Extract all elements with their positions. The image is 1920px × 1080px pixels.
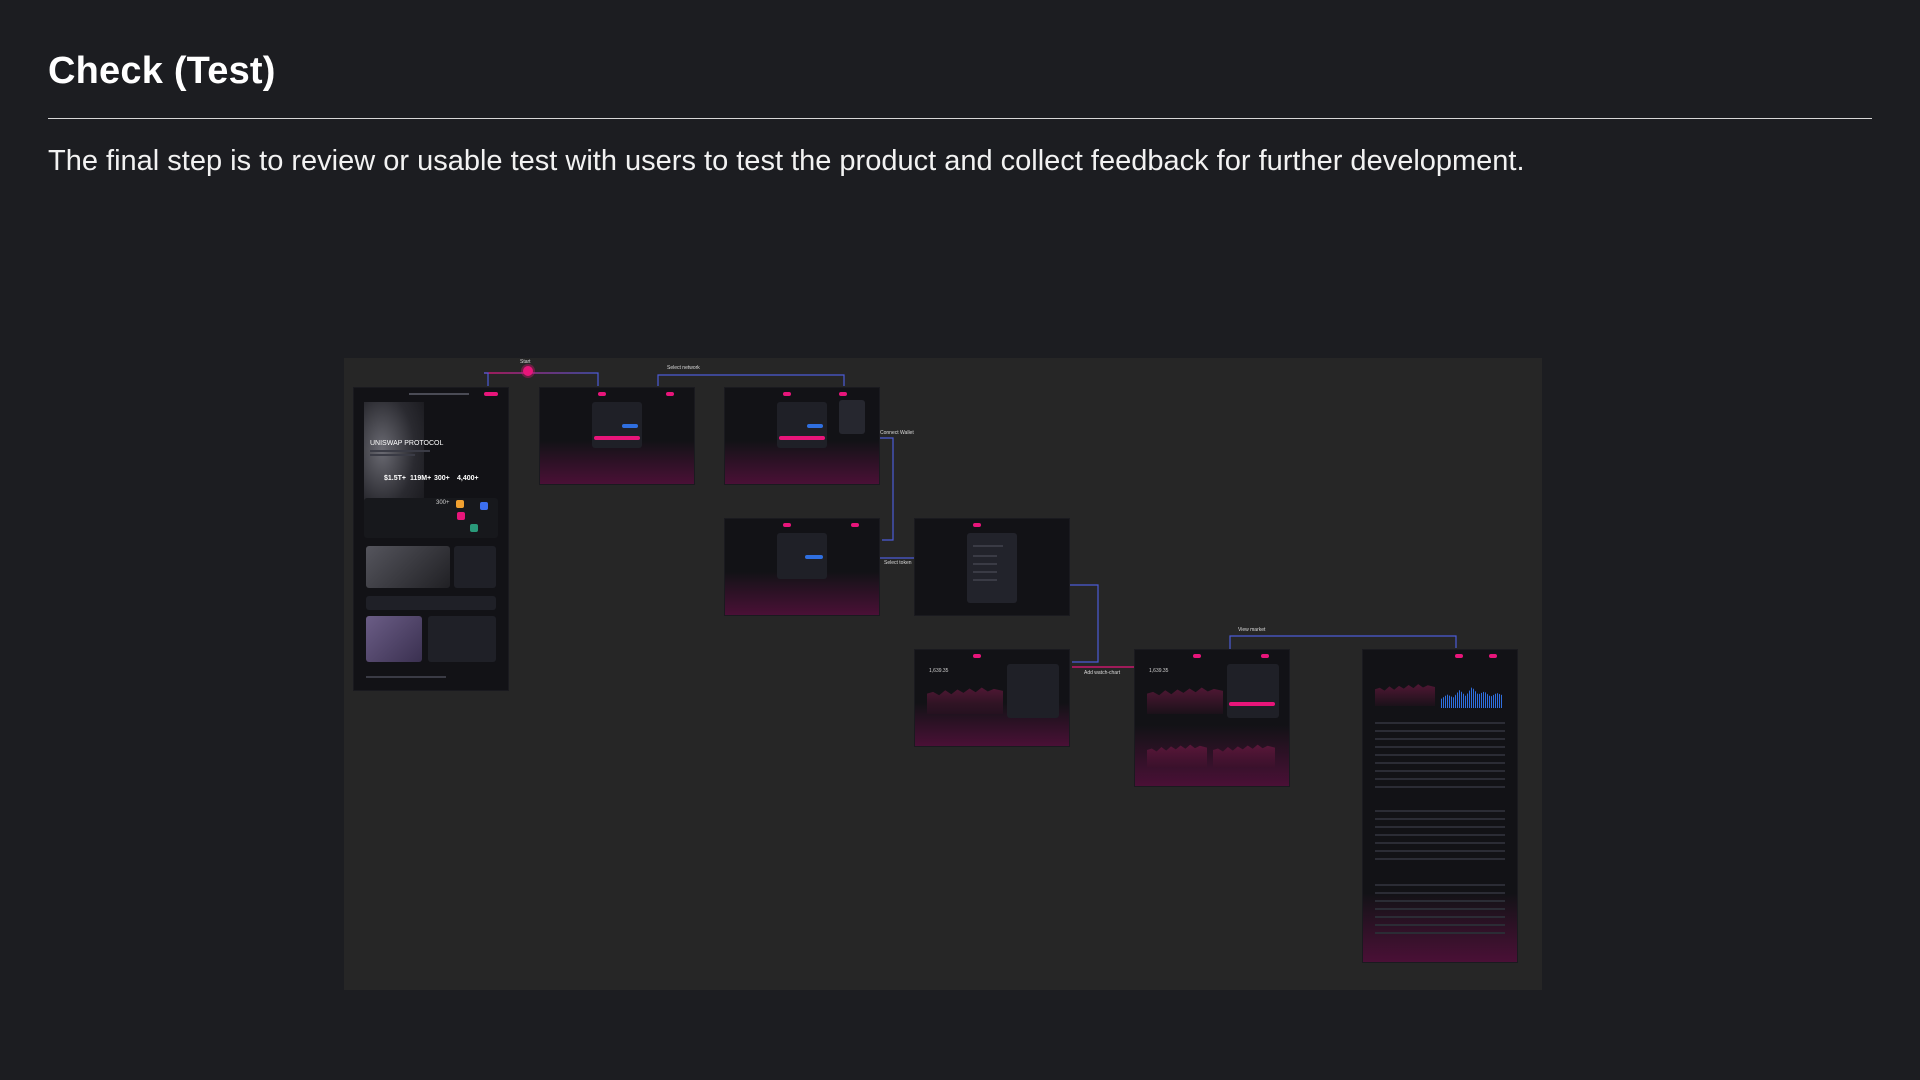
user-flow-board: Start Select network Connect Wallet Sele… bbox=[344, 358, 1542, 990]
frame-connect-wallet bbox=[725, 519, 879, 615]
tvl-chart bbox=[1375, 684, 1435, 706]
connector-view-market bbox=[1229, 635, 1457, 654]
app-logo-icon bbox=[470, 524, 478, 532]
connector-start-to-landing bbox=[484, 372, 489, 386]
frame-network-select bbox=[725, 388, 879, 484]
token-price: 1,639.35 bbox=[929, 668, 949, 674]
title-divider bbox=[48, 118, 1872, 119]
flow-start-dot bbox=[523, 366, 533, 376]
label-add-watchlist: Add watch-chart bbox=[1084, 670, 1121, 676]
frame-market-overview bbox=[1363, 650, 1517, 962]
token-list-modal bbox=[967, 533, 1017, 603]
frame-watchlist: 1,639.35 bbox=[1135, 650, 1289, 786]
app-logo-icon bbox=[456, 500, 464, 508]
token-price: 1,639.35 bbox=[1149, 668, 1169, 674]
label-select-token: Select token bbox=[884, 560, 912, 566]
frame-token-select bbox=[915, 519, 1069, 615]
label-start: Start bbox=[520, 359, 531, 365]
connector-connect-wallet bbox=[879, 437, 894, 541]
flow-connectors bbox=[484, 372, 1457, 668]
frame-swap bbox=[540, 388, 694, 484]
label-view-market: View market bbox=[1238, 627, 1266, 633]
page-description: The final step is to review or usable te… bbox=[48, 145, 1525, 177]
frame-landing-page: UNISWAP PROTOCOL $1.5T+ 119M+ 300+ 4,400… bbox=[354, 388, 508, 690]
label-connect-wallet: Connect Wallet bbox=[880, 430, 914, 436]
network-dropdown bbox=[839, 400, 865, 434]
swap-button bbox=[594, 436, 640, 440]
apps-count: 300+ bbox=[436, 500, 450, 506]
stat-trades: 119M+ bbox=[410, 475, 432, 482]
app-logo-icon bbox=[457, 512, 465, 520]
connector-select-network bbox=[657, 374, 845, 386]
launch-app-button bbox=[484, 392, 498, 396]
connector-start-to-swap bbox=[484, 372, 599, 386]
page-title: Check (Test) bbox=[48, 50, 276, 92]
stat-apps: 300+ bbox=[434, 475, 450, 482]
stat-devs: 4,400+ bbox=[457, 475, 479, 482]
landing-hero-title: UNISWAP PROTOCOL bbox=[370, 440, 444, 447]
stat-volume: $1.5T+ bbox=[384, 475, 406, 482]
connector-watchlist-back bbox=[1070, 584, 1099, 663]
app-logo-icon bbox=[480, 502, 488, 510]
label-select-network: Select network bbox=[667, 365, 700, 371]
frame-token-chart: 1,639.35 bbox=[915, 650, 1069, 746]
volume-chart bbox=[1441, 687, 1503, 708]
price-chart bbox=[927, 687, 1003, 714]
